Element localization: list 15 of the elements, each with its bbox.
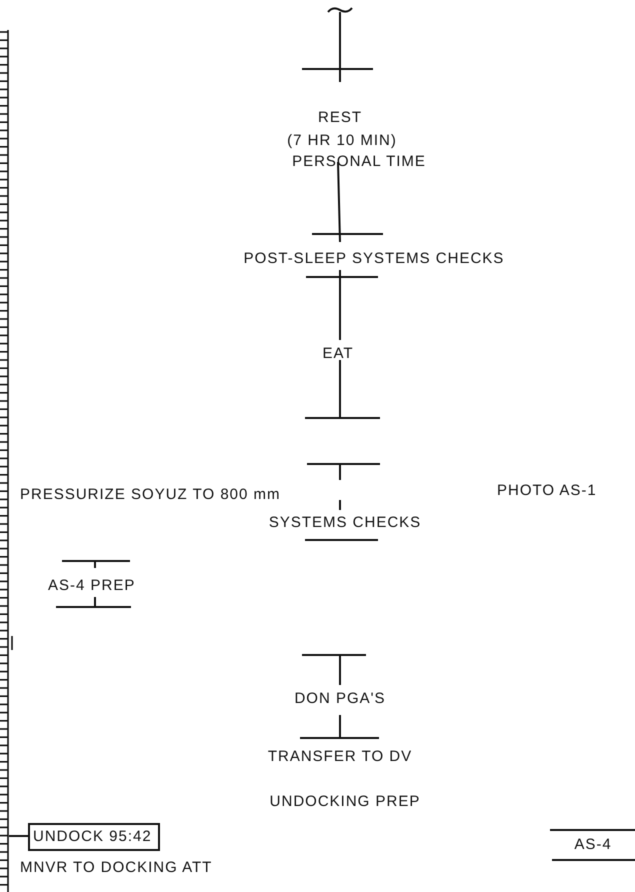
activity-label: PERSONAL TIME <box>292 153 426 171</box>
activity-label: TRANSFER TO DV <box>268 748 412 766</box>
activity-label: POST-SLEEP SYSTEMS CHECKS <box>244 250 504 268</box>
activity-label: (7 HR 10 MIN) <box>287 132 397 150</box>
activity-label: MNVR TO DOCKING ATT <box>20 859 212 877</box>
activity-label: REST <box>318 109 362 127</box>
activity-label: AS-4 <box>574 836 612 854</box>
activity-label: PRESSURIZE SOYUZ TO 800 mm <box>20 486 280 504</box>
activity-label: UNDOCKING PREP <box>270 793 420 811</box>
activity-label: EAT <box>322 345 354 363</box>
activity-label: DON PGA'S <box>294 690 386 708</box>
event-box: UNDOCK 95:42 <box>28 823 160 851</box>
activity-label: SYSTEMS CHECKS <box>268 514 422 532</box>
activity-label: PHOTO AS-1 <box>497 482 597 500</box>
activity-label: AS-4 PREP <box>48 577 136 595</box>
